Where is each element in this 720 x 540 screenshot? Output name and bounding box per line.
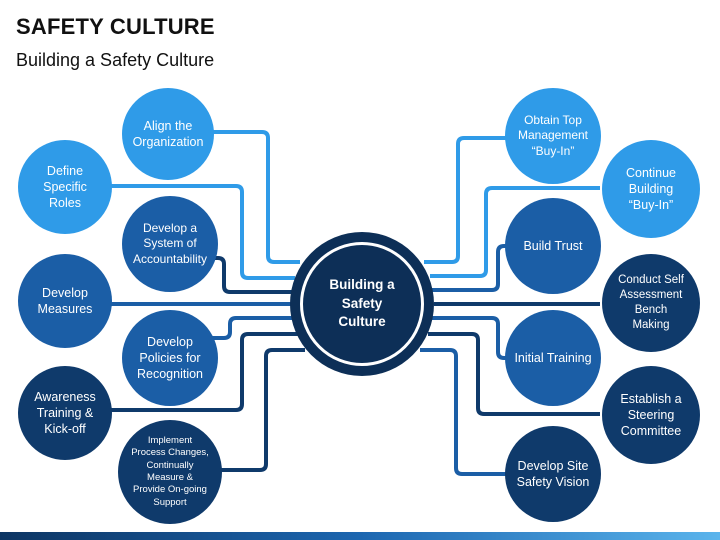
connector-align [205, 130, 300, 264]
footer-gradient-bar [0, 532, 720, 540]
node-initial-training: Initial Training [505, 310, 601, 406]
node-self-assessment: Conduct Self Assessment Bench Making [602, 254, 700, 352]
connector-policies [212, 316, 294, 340]
connector-continue [430, 186, 600, 278]
node-policies-recognition: Develop Policies for Recognition [122, 310, 218, 406]
node-develop-measures: Develop Measures [18, 254, 112, 348]
connector-trust [432, 244, 508, 292]
connector-implement [208, 348, 305, 472]
page-title: SAFETY CULTURE [16, 14, 215, 39]
node-continue-buyin: Continue Building “Buy-In” [602, 140, 700, 238]
connector-steering [428, 332, 600, 416]
page-subtitle: Building a Safety Culture [16, 50, 215, 70]
connector-obtain [424, 136, 508, 264]
node-safety-vision: Develop Site Safety Vision [505, 426, 601, 522]
node-system-accountability: Develop a System of Accountability [122, 196, 218, 292]
connector-awareness [105, 332, 298, 412]
node-build-trust: Build Trust [505, 198, 601, 294]
center-label: Building a Safety Culture [329, 276, 395, 330]
node-align-organization: Align the Organization [122, 88, 214, 180]
node-define-roles: Define Specific Roles [18, 140, 112, 234]
node-implement-process: Implement Process Changes, Continually M… [118, 420, 222, 524]
connector-vision [420, 348, 508, 476]
connector-define [105, 184, 295, 280]
node-awareness-training: Awareness Training & Kick-off [18, 366, 112, 460]
node-steering-committee: Establish a Steering Committee [602, 366, 700, 464]
connector-initial [432, 316, 508, 360]
center-ring: Building a Safety Culture [300, 242, 424, 366]
connector-accountability [212, 256, 293, 294]
node-obtain-buyin: Obtain Top Management “Buy-In” [505, 88, 601, 184]
center-node: Building a Safety Culture [290, 232, 434, 376]
